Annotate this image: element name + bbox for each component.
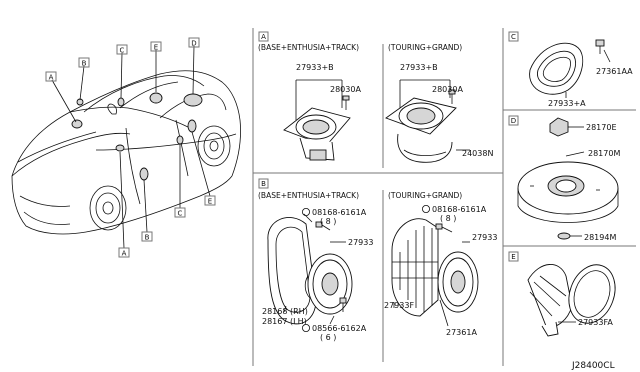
panel-e-letter: E [511, 253, 515, 261]
speaker-bracket-left [267, 217, 317, 325]
speaker-ring-c [529, 42, 584, 95]
speaker-enclosure-right [391, 218, 439, 317]
speaker-housing-e [527, 264, 573, 337]
panel-b-part-27361a: 27361A [446, 328, 477, 337]
callout-e-top: E [150, 41, 162, 52]
panel-b: B (BASE+ENTHUSIA+TRACK) (TOURING+GRAND) … [258, 178, 497, 342]
woofer-right [437, 251, 479, 313]
panel-a-left-header: (BASE+ENTHUSIA+TRACK) [258, 43, 359, 52]
svg-text:A: A [49, 74, 54, 82]
panel-b-part-08168-left: 08168-6161A [312, 208, 367, 217]
callout-d-top: D [188, 37, 200, 48]
tweeter-left [283, 79, 351, 161]
panel-b-part-28167: 28167 (LH) [262, 317, 307, 326]
panel-b-part-qty6: ( 6 ) [320, 333, 336, 342]
panel-c: C 27361AA 27933+A [508, 31, 633, 108]
panel-d-part-28194m: 28194M [584, 233, 616, 242]
svg-text:E: E [154, 44, 158, 52]
clip-c [595, 39, 611, 63]
screws-b-left [315, 221, 347, 312]
speaker-ring-e [568, 264, 616, 324]
panel-e-part-27933fa: 27933FA [578, 318, 613, 327]
panel-a-part-28030a-right: 28030A [432, 85, 463, 94]
svg-text:C: C [120, 47, 125, 55]
subwoofer-d [517, 151, 619, 223]
screws-b-right [435, 223, 453, 327]
callout-c-bottom: C [174, 207, 186, 218]
panel-a-part-27933b-right: 27933+B [400, 63, 438, 72]
callout-e-bottom: E [204, 195, 216, 206]
panel-d: D 28170E 28170M 28194M [508, 115, 620, 242]
panel-a: A (BASE+ENTHUSIA+TRACK) (TOURING+GRAND) … [258, 31, 493, 163]
knob-d [549, 117, 584, 137]
washer-d [557, 232, 582, 240]
panel-a-part-24038n: 24038N [462, 149, 493, 158]
panel-a-letter: A [261, 33, 266, 41]
panel-b-part-28168: 28168 (RH) [262, 307, 308, 316]
panel-c-part-27361aa: 27361AA [596, 67, 633, 76]
panel-e: E 27933FA [508, 251, 616, 337]
callout-a-top: A [45, 71, 57, 82]
svg-text:E: E [208, 198, 212, 206]
panel-a-part-28030a-left: 28030A [330, 85, 361, 94]
panel-b-part-08168-right: 08168-6161A [432, 205, 487, 214]
panel-b-part-08566: 08566-6162A [312, 324, 367, 333]
panel-b-right-header: (TOURING+GRAND) [388, 191, 462, 200]
panel-b-letter: B [261, 180, 266, 188]
car-illustration [11, 45, 241, 249]
svg-text:B: B [82, 60, 87, 68]
diagram-code: J28400CL [571, 361, 615, 371]
panel-b-part-27933-right: 27933 [472, 233, 497, 242]
screw-a-right [448, 89, 456, 104]
svg-text:C: C [178, 210, 183, 218]
svg-text:B: B [145, 234, 150, 242]
tweeter-right [385, 79, 470, 163]
panel-b-part-27933f: 27933F [384, 301, 414, 310]
panel-a-right-header: (TOURING+GRAND) [388, 43, 462, 52]
panel-b-part-27933-left: 27933 [348, 238, 373, 247]
panel-d-letter: D [511, 117, 516, 125]
panel-b-part-qty8-left: ( 8 ) [320, 217, 336, 226]
panel-d-part-28170e: 28170E [586, 123, 617, 132]
panel-a-part-27933b-left: 27933+B [296, 63, 334, 72]
panel-c-part-27933a: 27933+A [548, 99, 586, 108]
panel-b-part-qty8-right: ( 8 ) [440, 214, 456, 223]
panel-d-part-28170m: 28170M [588, 149, 620, 158]
svg-text:A: A [122, 250, 127, 258]
panel-frames [252, 28, 636, 366]
callout-b-bottom: B [141, 231, 153, 242]
callout-c-top: C [116, 44, 128, 55]
callout-b-top: B [78, 57, 90, 68]
panel-c-letter: C [511, 33, 516, 41]
callout-a-bottom: A [118, 247, 130, 258]
panel-b-left-header: (BASE+ENTHUSIA+TRACK) [258, 191, 359, 200]
screw-a-left [342, 95, 350, 110]
svg-text:D: D [191, 40, 196, 48]
